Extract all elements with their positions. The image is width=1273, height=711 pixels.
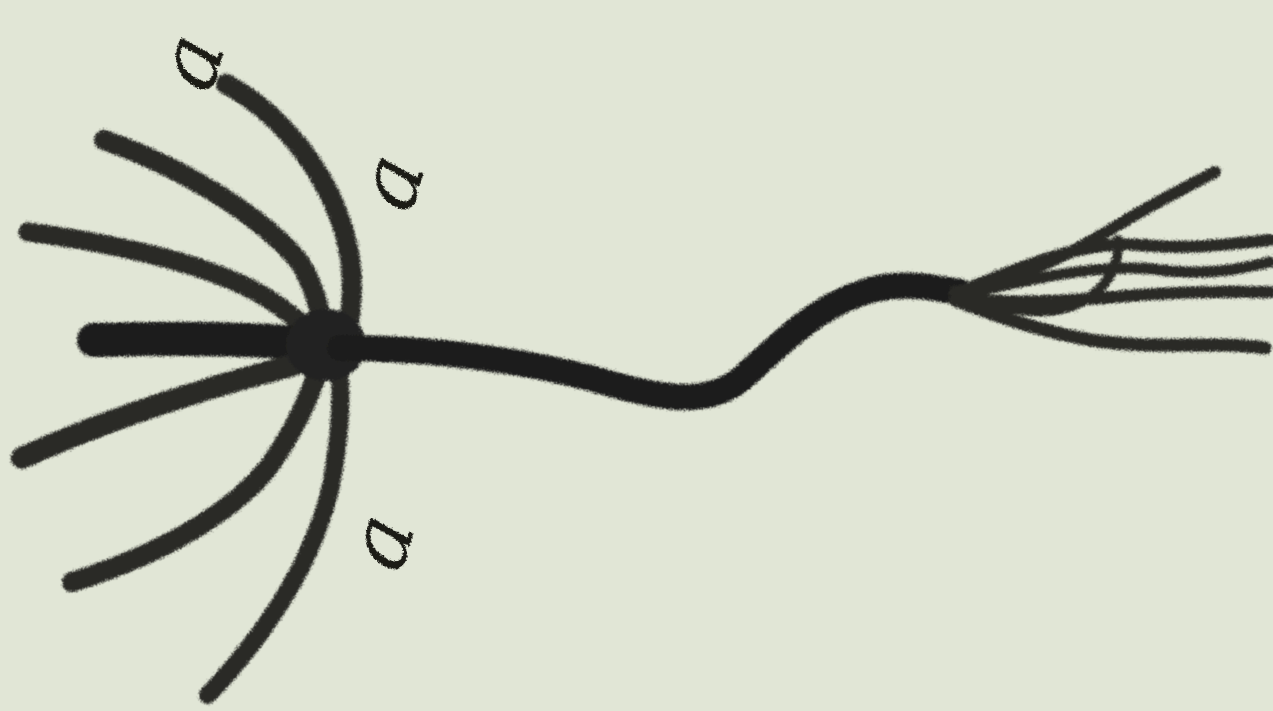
axon xyxy=(340,286,960,397)
label-a-top: a xyxy=(135,22,246,102)
axon-terminal-branches xyxy=(955,172,1270,348)
terminal-branch-4 xyxy=(955,292,1270,302)
label-a-bottom: a xyxy=(325,502,436,582)
label-a-upper-right: a xyxy=(335,142,446,222)
dendrite-7 xyxy=(208,355,340,695)
